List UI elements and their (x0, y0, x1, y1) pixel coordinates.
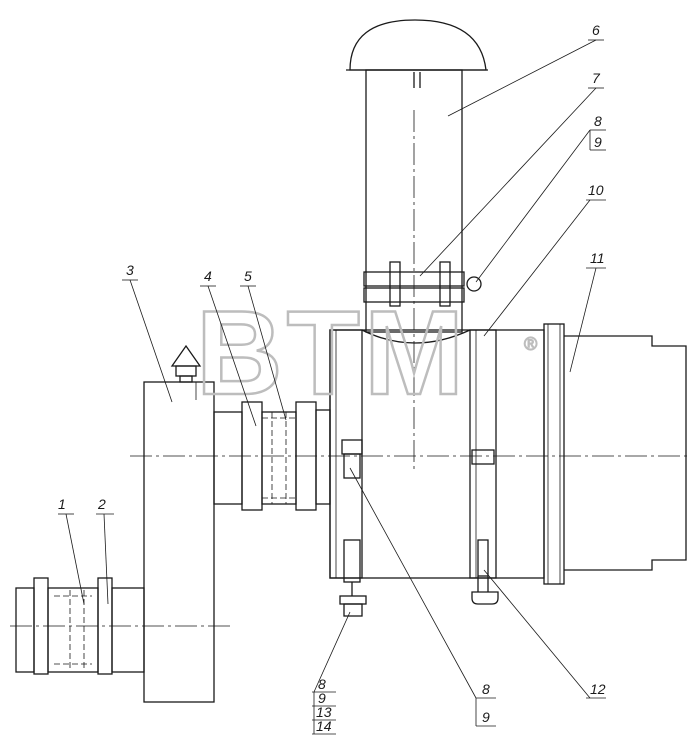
fan-block (143, 344, 215, 703)
callout-3: 3 (126, 262, 134, 278)
callout-stack-mid-0: 8 (482, 681, 490, 697)
callout-stack-left-3: 14 (316, 718, 332, 734)
filter-housing (543, 323, 687, 585)
watermark-logo: BTM ® (195, 285, 538, 422)
callout-stack-left-2: 13 (316, 704, 332, 720)
callout-2: 2 (97, 496, 106, 512)
callout-9-top: 9 (594, 134, 602, 150)
callout-1: 1 (58, 496, 66, 512)
callout-8-top: 8 (594, 113, 602, 129)
callout-7: 7 (592, 70, 601, 86)
leader-lines (58, 39, 606, 735)
svg-text:®: ® (524, 334, 537, 354)
svg-text:BTM: BTM (196, 286, 468, 420)
callout-5: 5 (244, 268, 252, 284)
callout-stack-left-1: 9 (318, 690, 326, 706)
center-lines (10, 110, 690, 627)
callout-stack-left-0: 8 (318, 676, 326, 692)
callout-10: 10 (588, 182, 604, 198)
callout-stack-mid-1: 9 (482, 709, 490, 725)
callout-labels: 1 2 3 4 5 6 7 8 9 10 11 12 8 9 13 14 8 9 (58, 22, 606, 734)
callout-12: 12 (590, 681, 606, 697)
callout-11: 11 (590, 250, 605, 266)
callout-4: 4 (204, 268, 212, 284)
callout-6: 6 (592, 22, 600, 38)
